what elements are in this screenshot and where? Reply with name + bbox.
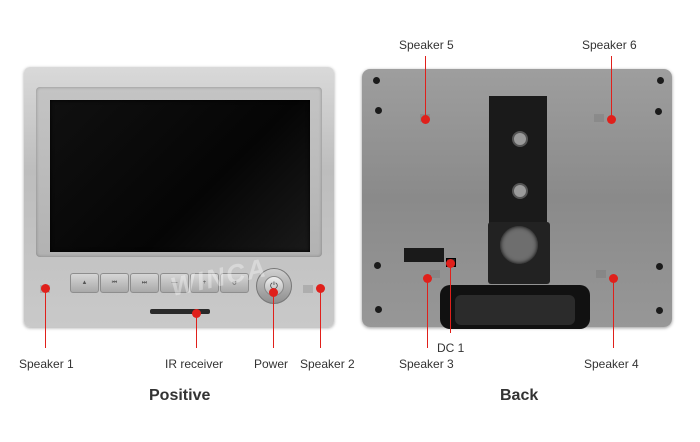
speaker3-grille (430, 270, 440, 278)
speaker6-grille (594, 114, 604, 122)
dc1-leader (450, 265, 451, 333)
minus-button[interactable]: — (160, 273, 189, 293)
eject-button[interactable]: ▲ (70, 273, 99, 293)
power-marker (269, 288, 278, 297)
plus-button[interactable]: + (190, 273, 219, 293)
speaker4-grille (596, 270, 606, 278)
speaker4-label: Speaker 4 (584, 357, 639, 371)
speaker4-marker (609, 274, 618, 283)
speaker6-label: Speaker 6 (582, 38, 637, 52)
speaker1-marker (41, 284, 50, 293)
ir-marker (192, 309, 201, 318)
stand-inner (455, 295, 575, 325)
speaker3-leader (427, 280, 428, 348)
speaker2-label: Speaker 2 (300, 357, 355, 371)
screw (375, 306, 382, 313)
speaker6-marker (607, 115, 616, 124)
speaker3-marker (423, 274, 432, 283)
power-label: Power (254, 357, 289, 371)
speaker2-grille (303, 285, 313, 293)
label-sticker (404, 248, 444, 262)
front-button-strip: ▲ ⏮ ⏭ — + ↺ (70, 273, 250, 293)
ir-receiver-window (150, 309, 210, 314)
back-caption: Back (500, 387, 539, 404)
speaker3-label: Speaker 3 (399, 357, 454, 371)
prev-button[interactable]: ⏮ (100, 273, 129, 293)
mount-knob[interactable] (500, 226, 538, 264)
speaker1-leader (45, 290, 46, 348)
speaker5-marker (421, 115, 430, 124)
screw (656, 307, 663, 314)
screw (373, 77, 380, 84)
front-caption: Positive (149, 387, 211, 404)
screw (656, 263, 663, 270)
mounting-plate (489, 96, 547, 246)
mount-hole (512, 183, 528, 199)
speaker1-label: Speaker 1 (19, 357, 74, 371)
display-screen (50, 100, 310, 252)
speaker4-leader (613, 280, 614, 348)
mode-button[interactable]: ↺ (220, 273, 249, 293)
ir-label: IR receiver (165, 357, 224, 371)
screw (657, 77, 664, 84)
speaker2-leader (320, 290, 321, 348)
dc1-marker (446, 259, 455, 268)
power-leader (273, 294, 274, 348)
screw (374, 262, 381, 269)
mount-hole (512, 131, 528, 147)
dc1-label: DC 1 (437, 341, 465, 355)
speaker2-marker (316, 284, 325, 293)
next-button[interactable]: ⏭ (130, 273, 159, 293)
speaker5-leader (425, 56, 426, 116)
speaker5-label: Speaker 5 (399, 38, 454, 52)
screw (375, 107, 382, 114)
screw (655, 108, 662, 115)
ir-leader (196, 315, 197, 348)
speaker6-leader (611, 56, 612, 116)
